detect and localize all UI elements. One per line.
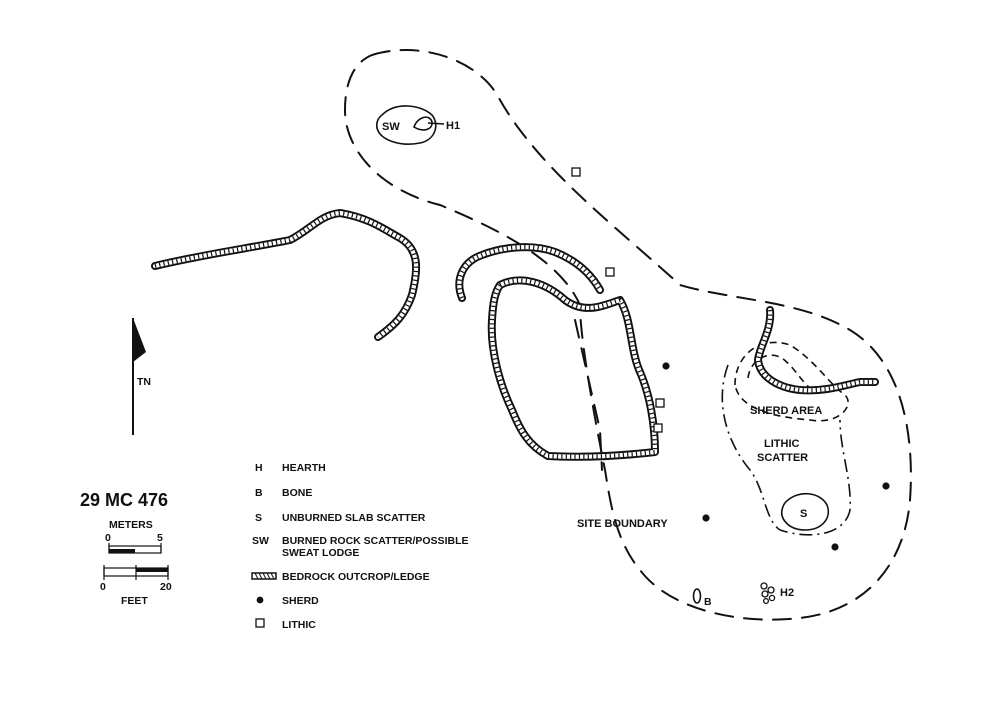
feet-tick-0: 0 <box>100 581 106 593</box>
legend-text-slab: UNBURNED SLAB SCATTER <box>282 512 426 524</box>
sherd-finds <box>662 362 890 551</box>
north-arrow-label: TN <box>137 376 151 388</box>
legend-text-bone: BONE <box>282 487 312 499</box>
s-label: S <box>800 508 807 520</box>
sherd-dot-icon <box>882 482 890 490</box>
sw-burned-rock-scatter <box>375 105 437 145</box>
b-label: B <box>704 596 712 608</box>
meters-scale-bar <box>108 543 162 554</box>
meters-tick-0: 0 <box>105 532 111 544</box>
h2-label: H2 <box>780 587 794 599</box>
legend-symbol-h: H <box>255 462 263 474</box>
meters-tick-5: 5 <box>157 532 163 544</box>
sherd-dot-icon <box>256 596 264 604</box>
ledge-icon <box>251 572 277 580</box>
legend-symbol-sw: SW <box>252 535 269 547</box>
legend-symbol-b: B <box>255 487 263 499</box>
sherd-dot-icon <box>662 362 670 370</box>
lithic-scatter-label-1: LITHIC <box>764 438 799 450</box>
bedrock-ledge-east <box>754 306 879 395</box>
north-arrow <box>132 318 146 435</box>
bone-symbol <box>692 588 702 604</box>
sherd-area-label: SHERD AREA <box>750 405 822 417</box>
legend-symbol-s: S <box>255 512 262 524</box>
lithic-scatter-label-2: SCATTER <box>757 452 808 464</box>
bedrock-ledge-rectangle <box>487 276 659 461</box>
lithic-square-icon <box>571 167 581 177</box>
feet-scale-bar <box>103 565 169 580</box>
bedrock-ledge-central-arc <box>455 243 604 302</box>
feet-label: FEET <box>121 595 148 607</box>
sherd-area-boundary-inner <box>747 354 813 391</box>
legend-text-hearth: HEARTH <box>282 462 326 474</box>
legend-text-ledge: BEDROCK OUTCROP/LEDGE <box>282 571 430 583</box>
h2-hearth-symbol <box>760 582 776 605</box>
bedrock-ledge-west <box>151 209 421 341</box>
lithic-square-icon <box>605 267 615 277</box>
lithic-square-icon <box>653 423 663 433</box>
legend-text-sherd: SHERD <box>282 595 319 607</box>
feet-tick-20: 20 <box>160 581 172 593</box>
meters-label: METERS <box>109 519 153 531</box>
h1-label: H1 <box>446 120 460 132</box>
legend-text-sweat-lodge: BURNED ROCK SCATTER/POSSIBLE <box>282 535 468 547</box>
site-number: 29 MC 476 <box>80 490 168 510</box>
legend-text-lithic: LITHIC <box>282 619 316 631</box>
sw-label: SW <box>382 121 400 133</box>
legend: H HEARTH B BONE S UNBURNED SLAB SCATTER … <box>251 462 468 631</box>
site-boundary-line <box>343 49 912 621</box>
sherd-dot-icon <box>831 543 839 551</box>
interior-dashed-line <box>574 319 603 471</box>
h1-leader-line <box>427 122 445 125</box>
legend-text-sweat-lodge-2: SWEAT LODGE <box>282 547 359 559</box>
lithic-scatter-boundary <box>721 364 852 536</box>
site-boundary-label: SITE BOUNDARY <box>577 518 668 530</box>
h1-hearth-outline <box>413 116 433 131</box>
s-slab-scatter <box>780 492 829 531</box>
lithic-finds <box>571 167 665 433</box>
lithic-square-icon <box>255 618 265 628</box>
sherd-dot-icon <box>702 514 710 522</box>
lithic-square-icon <box>655 398 665 408</box>
